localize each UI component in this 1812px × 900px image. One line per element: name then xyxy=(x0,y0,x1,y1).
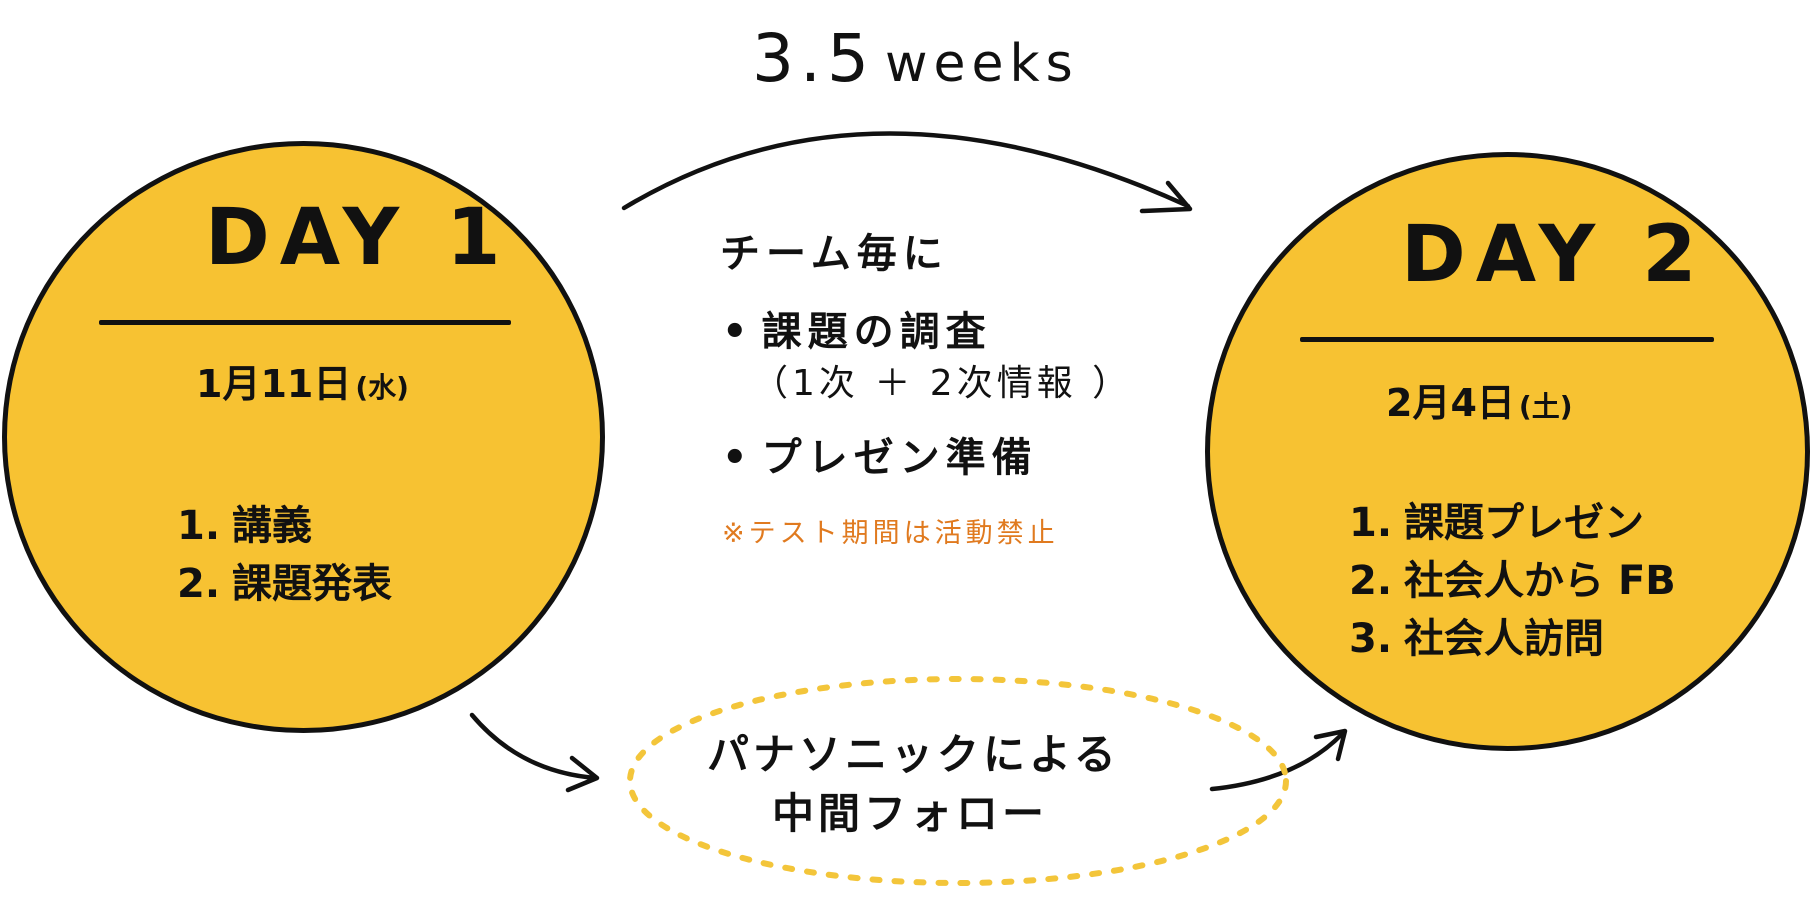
day2-weekday: (土) xyxy=(1518,390,1573,423)
bullet-label: 課題の調査 xyxy=(761,309,992,355)
day1-weekday: (水) xyxy=(355,371,409,404)
duration-number: 3.5 xyxy=(752,20,875,97)
day2-agenda-list: 1.課題プレゼン 2.社会人から FB 3.社会人訪問 xyxy=(1349,494,1676,668)
day2-date: 2月4日(土) xyxy=(1386,384,1573,422)
list-item-number: 2. xyxy=(1349,558,1393,604)
bullet-label: プレゼン準備 xyxy=(761,435,1038,481)
lower-right-arrowhead xyxy=(1313,728,1348,762)
test-period-note: ※テスト期間は活動禁止 xyxy=(722,518,1059,549)
top-arc-arrowhead xyxy=(1139,180,1193,214)
follow-up-line-1: パナソニックによる xyxy=(707,730,1120,779)
list-item-number: 1. xyxy=(177,503,221,549)
day2-title: DAY 2 xyxy=(1401,210,1707,300)
list-item-label: 社会人訪問 xyxy=(1404,616,1605,662)
day2-divider xyxy=(1300,337,1714,342)
list-item-number: 2. xyxy=(177,561,221,607)
list-item-number: 3. xyxy=(1349,616,1393,662)
day1-circle xyxy=(2,141,605,733)
follow-up-line-2: 中間フォロー xyxy=(772,789,1049,838)
top-arc-arrow xyxy=(621,131,1191,211)
list-item-label: 課題プレゼン xyxy=(1404,500,1645,546)
list-item-label: 講義 xyxy=(232,503,313,549)
bullet-dot-icon: • xyxy=(722,309,748,355)
bullet-dot-icon: • xyxy=(722,435,748,481)
day1-divider xyxy=(99,320,511,325)
list-item-number: 1. xyxy=(1349,500,1393,546)
team-work-heading: チーム毎に xyxy=(720,231,949,277)
list-item: 3.社会人訪問 xyxy=(1349,610,1676,668)
list-item-label: 社会人から FB xyxy=(1404,558,1676,604)
follow-up-dotted-ellipse xyxy=(627,676,1289,886)
day1-title: DAY 1 xyxy=(205,193,511,283)
day2-circle xyxy=(1205,152,1810,751)
lower-right-arrow xyxy=(1209,730,1346,792)
team-work-bullet-presentation: • プレゼン準備 xyxy=(722,438,1038,478)
lower-left-arrowhead xyxy=(565,755,600,793)
research-sub-detail: （1次 ＋ 2次情報 ） xyxy=(752,363,1133,404)
day1-date-text: 1月11日 xyxy=(196,362,352,406)
team-work-bullet-research: • 課題の調査 xyxy=(722,312,992,352)
duration-unit: weeks xyxy=(884,34,1079,94)
list-item: 1.講義 xyxy=(177,497,392,555)
day1-agenda-list: 1.講義 2.課題発表 xyxy=(177,497,392,613)
day1-date: 1月11日(水) xyxy=(196,365,409,403)
lower-left-arrow xyxy=(469,712,599,781)
list-item: 2.社会人から FB xyxy=(1349,552,1676,610)
list-item-label: 課題発表 xyxy=(232,561,393,607)
list-item: 2.課題発表 xyxy=(177,555,392,613)
list-item: 1.課題プレゼン xyxy=(1349,494,1676,552)
day2-date-text: 2月4日 xyxy=(1386,381,1515,425)
